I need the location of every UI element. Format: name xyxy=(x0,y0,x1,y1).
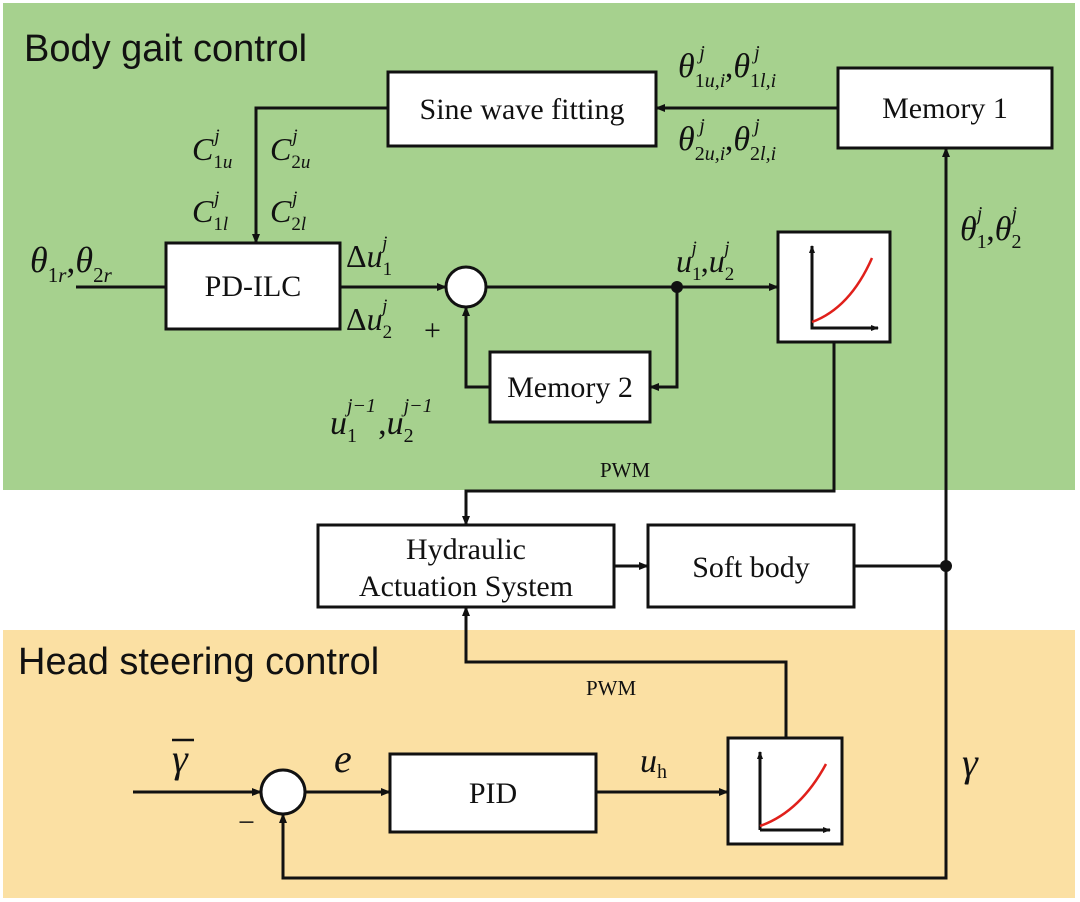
pwm-converter-icon xyxy=(726,736,844,846)
wire-memory2-to-sum xyxy=(462,306,490,389)
sine-wave-fitting-block xyxy=(386,70,658,148)
measured-angles: θ1j,θ2j xyxy=(960,203,1021,253)
sum-junction-body xyxy=(444,265,488,309)
wire-sine-to-pdilc xyxy=(252,106,388,244)
pd-ilc-label: PD-ILC xyxy=(205,270,302,303)
heading-output: γ xyxy=(962,740,979,785)
sum-junction-head xyxy=(259,768,307,816)
soft-body-block xyxy=(646,523,856,609)
wire-pwm-bottom xyxy=(462,606,788,738)
hydraulic-label-line1: Hydraulic xyxy=(406,533,526,566)
control-inputs: u1j,u2j xyxy=(676,238,734,285)
sine-wave-fitting-label: Sine wave fitting xyxy=(420,93,625,126)
error-signal: e xyxy=(334,736,352,781)
plus-sign: + xyxy=(424,314,441,347)
heading-reference: γ xyxy=(172,736,189,781)
pid-label: PID xyxy=(469,777,517,810)
wire-pwm-top xyxy=(462,342,836,526)
memory1-label: Memory 1 xyxy=(882,92,1008,125)
pwm-bottom-label: PWM xyxy=(586,676,637,700)
hydraulic-actuation-block xyxy=(316,523,616,609)
wire-output-feedback xyxy=(279,566,948,880)
minus-sign: − xyxy=(238,806,255,839)
body-gait-title: Body gait control xyxy=(24,28,307,70)
memory2-block xyxy=(488,350,652,424)
pwm-top-label: PWM xyxy=(600,458,651,482)
pwm-converter-icon xyxy=(776,230,892,344)
hydraulic-label-line2: Actuation System xyxy=(359,570,573,603)
soft-body-label: Soft body xyxy=(692,551,810,584)
wire-u-to-memory2 xyxy=(649,287,679,391)
memory2-label: Memory 2 xyxy=(507,371,633,404)
head-steering-title: Head steering control xyxy=(18,641,379,683)
